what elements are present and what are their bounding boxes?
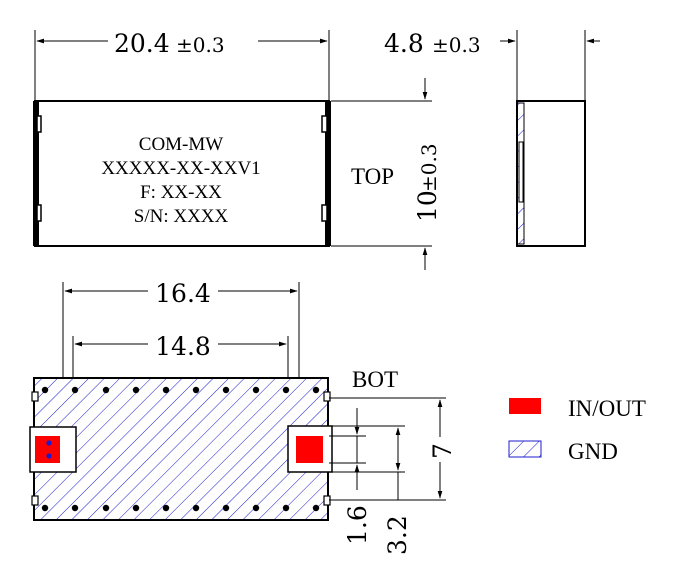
legend-gnd-swatch (508, 440, 542, 458)
top-view-label: TOP (351, 164, 394, 189)
marking-line-1: COM-MW (139, 134, 224, 155)
top-width-tolerance: ±0.3 (417, 143, 441, 192)
legend-inout-label: IN/OUT (568, 396, 646, 421)
side-thickness-dimension: 4.8 (384, 29, 424, 58)
side-view: 4.8 ±0.3 (384, 29, 600, 247)
via-row-top (41, 386, 320, 394)
marking-line-3: F: XX-XX (140, 182, 222, 203)
pad-inner-dimension: 14.8 (155, 332, 211, 361)
top-length-dimension: 20.4 (114, 29, 170, 58)
marking-line-2: XXXXX-XX-XXV1 (101, 158, 260, 179)
legend-inout-swatch (509, 398, 541, 414)
legend: IN/OUT GND (508, 396, 646, 464)
via-row-bottom (41, 504, 320, 512)
marking-line-4: S/N: XXXX (134, 206, 229, 227)
top-width-dimension: 10 (413, 190, 442, 222)
pad-small-dimension: 1.6 (343, 505, 372, 545)
gnd-area (35, 379, 327, 519)
pad-large-dimension: 3.2 (383, 515, 412, 555)
top-view: 20.4 ±0.3 COM-MW XXXXX-XX-XXV1 F: XX-XX … (33, 29, 442, 270)
gnd-height-dimension: 7 (428, 443, 457, 459)
left-inout-pad (35, 436, 60, 463)
right-inout-pad (296, 436, 323, 463)
side-thickness-tolerance: ±0.3 (432, 33, 481, 57)
component-top-body (34, 100, 330, 247)
legend-gnd-label: GND (568, 439, 618, 464)
bottom-view-label: BOT (352, 367, 398, 392)
bottom-view: 16.4 14.8 (29, 279, 457, 555)
pad-outer-dimension: 16.4 (155, 279, 211, 308)
component-side-body (516, 100, 586, 247)
top-length-tolerance: ±0.3 (176, 33, 225, 57)
